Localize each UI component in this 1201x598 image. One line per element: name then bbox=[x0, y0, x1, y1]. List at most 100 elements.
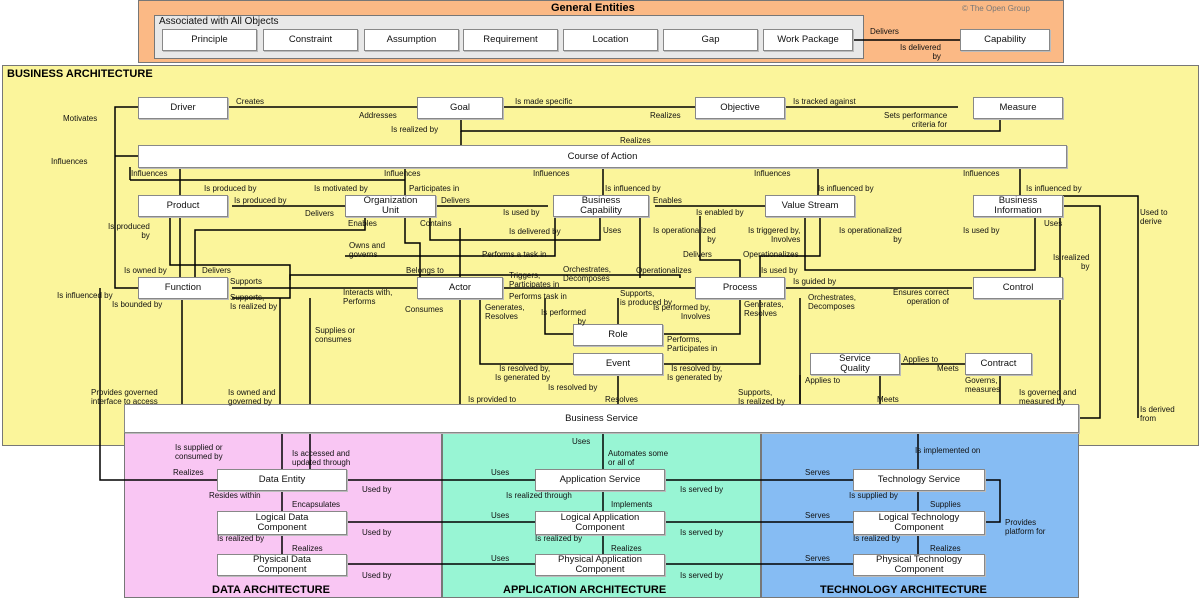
rel-enables-2: Enables bbox=[653, 196, 682, 205]
rel-creates: Creates bbox=[236, 97, 265, 106]
rel-is-governed: Is governed and measured by bbox=[1019, 388, 1077, 406]
rel-encapsulates: Encapsulates bbox=[292, 500, 341, 509]
node-actor[interactable]: Actor bbox=[417, 277, 503, 299]
rel-is-realized-by-d: Is realized by bbox=[217, 534, 265, 543]
is-delivered-by-label: Is delivered by bbox=[900, 43, 941, 61]
rel-is-motivated-by: Is motivated by bbox=[314, 184, 368, 193]
rel-used-by-1: Used by bbox=[362, 485, 392, 494]
associated-title: Associated with All Objects bbox=[159, 16, 279, 27]
general-item-location[interactable]: Location bbox=[563, 29, 658, 51]
node-process[interactable]: Process bbox=[695, 277, 785, 299]
rel-orchestrates-1: Orchestrates, Decomposes bbox=[563, 265, 612, 283]
rel-delivers-4: Delivers bbox=[202, 266, 231, 275]
rel-serves-1: Serves bbox=[805, 468, 830, 477]
rel-supplies-consumes: Supplies or consumes bbox=[315, 326, 356, 344]
node-organization-unit[interactable]: Organization Unit bbox=[345, 195, 436, 217]
rel-is-provided-to: Is provided to bbox=[468, 395, 517, 404]
rel-uses-pdc: Uses bbox=[491, 554, 510, 563]
node-function[interactable]: Function bbox=[138, 277, 228, 299]
rel-implements: Implements bbox=[611, 500, 653, 509]
rel-applies-to-1: Applies to bbox=[903, 355, 939, 364]
rel-influences-5: Influences bbox=[963, 169, 1000, 178]
rel-influences-2: Influences bbox=[384, 169, 421, 178]
node-product[interactable]: Product bbox=[138, 195, 228, 217]
rel-supports-1: Supports bbox=[230, 277, 263, 286]
node-control[interactable]: Control bbox=[973, 277, 1063, 299]
rel-uses-2: Uses bbox=[1044, 219, 1063, 228]
rel-provides-platform: Provides platform for bbox=[1005, 518, 1046, 536]
node-data-entity[interactable]: Data Entity bbox=[217, 469, 347, 491]
rel-realizes-t: Realizes bbox=[930, 544, 961, 553]
node-goal[interactable]: Goal bbox=[417, 97, 503, 119]
rel-supports-3: Supports, is produced by bbox=[620, 289, 673, 307]
rel-uses-1: Uses bbox=[603, 226, 622, 235]
node-physical-data-component[interactable]: Physical Data Component bbox=[217, 554, 347, 576]
rel-uses-ldc: Uses bbox=[491, 511, 510, 520]
rel-is-produced-by-2: Is produced by bbox=[234, 196, 287, 205]
node-contract[interactable]: Contract bbox=[965, 353, 1032, 375]
rel-meets-1: Meets bbox=[937, 364, 959, 373]
rel-resides-within: Resides within bbox=[209, 491, 261, 500]
rel-serves-3: Serves bbox=[805, 554, 830, 563]
rel-generates-2: Generates, Resolves bbox=[744, 300, 784, 318]
rel-applies-to-2: Applies to bbox=[805, 376, 841, 385]
rel-is-supplied-by: Is supplied by bbox=[849, 491, 898, 500]
node-logical-data-component[interactable]: Logical Data Component bbox=[217, 511, 347, 535]
node-measure[interactable]: Measure bbox=[973, 97, 1063, 119]
node-business-information[interactable]: Business Information bbox=[973, 195, 1063, 217]
rel-is-resolved-by-1: Is resolved by, Is generated by bbox=[495, 364, 551, 382]
rel-influences-4: Influences bbox=[754, 169, 791, 178]
node-service-quality[interactable]: Service Quality bbox=[810, 353, 900, 375]
node-business-service[interactable]: Business Service bbox=[124, 404, 1079, 433]
rel-is-realized-by-goal: Is realized by bbox=[391, 125, 439, 134]
rel-influences-1: Influences bbox=[131, 169, 168, 178]
rel-enables-1: Enables bbox=[348, 219, 377, 228]
rel-ensures: Ensures correct operation of bbox=[893, 288, 950, 306]
general-item-gap[interactable]: Gap bbox=[663, 29, 758, 51]
rel-resolves: Resolves bbox=[605, 395, 638, 404]
rel-influences-left: Influences bbox=[51, 157, 88, 166]
rel-is-realized-by-bi: Is realized by bbox=[1053, 253, 1090, 271]
node-role[interactable]: Role bbox=[573, 324, 663, 346]
node-logical-application-component[interactable]: Logical Application Component bbox=[535, 511, 665, 535]
rel-is-used-by-2: Is used by bbox=[963, 226, 1000, 235]
rel-is-resolved-by-3: Is resolved by bbox=[548, 383, 598, 392]
rel-is-operationalized-by-1: Is operationalized by bbox=[653, 226, 716, 244]
node-objective[interactable]: Objective bbox=[695, 97, 785, 119]
rel-is-implemented-on: Is implemented on bbox=[915, 446, 981, 455]
rel-serves-2: Serves bbox=[805, 511, 830, 520]
general-item-principle[interactable]: Principle bbox=[162, 29, 257, 51]
rel-is-made-specific: Is made specific bbox=[515, 97, 573, 106]
business-title: BUSINESS ARCHITECTURE bbox=[7, 68, 153, 80]
node-physical-application-component[interactable]: Physical Application Component bbox=[535, 554, 665, 576]
rel-supplies: Supplies bbox=[930, 500, 961, 509]
rel-uses-app: Uses bbox=[572, 437, 591, 446]
rel-is-influenced-by-1: Is influenced by bbox=[605, 184, 661, 193]
rel-meets-2: Meets bbox=[877, 395, 899, 404]
node-event[interactable]: Event bbox=[573, 353, 663, 375]
capability-node[interactable]: Capability bbox=[960, 29, 1050, 51]
delivers-label: Delivers bbox=[870, 27, 899, 36]
rel-performs-task-in-1: Performs a task in bbox=[482, 250, 547, 259]
rel-is-served-by-1: Is served by bbox=[680, 485, 724, 494]
node-logical-technology-component[interactable]: Logical Technology Component bbox=[853, 511, 985, 535]
data-title: DATA ARCHITECTURE bbox=[212, 584, 330, 596]
general-item-constraint[interactable]: Constraint bbox=[263, 29, 358, 51]
node-course-of-action[interactable]: Course of Action bbox=[138, 145, 1067, 168]
rel-is-bounded-by: Is bounded by bbox=[112, 300, 163, 309]
node-driver[interactable]: Driver bbox=[138, 97, 228, 119]
application-title: APPLICATION ARCHITECTURE bbox=[503, 584, 667, 596]
node-physical-technology-component[interactable]: Physical Technology Component bbox=[853, 554, 985, 576]
rel-is-produced-by-1: Is produced by bbox=[204, 184, 257, 193]
rel-used-by-3: Used by bbox=[362, 571, 392, 580]
general-item-work-package[interactable]: Work Package bbox=[763, 29, 853, 51]
rel-is-resolved-by-2: Is resolved by, Is generated by bbox=[667, 364, 723, 382]
general-item-assumption[interactable]: Assumption bbox=[364, 29, 459, 51]
rel-operationalizes-1: Operationalizes bbox=[743, 250, 799, 259]
node-business-capability[interactable]: Business Capability bbox=[553, 195, 649, 217]
node-technology-service[interactable]: Technology Service bbox=[853, 469, 985, 491]
copyright-text: © The Open Group bbox=[962, 4, 1031, 13]
general-item-requirement[interactable]: Requirement bbox=[463, 29, 558, 51]
node-application-service[interactable]: Application Service bbox=[535, 469, 665, 491]
node-value-stream[interactable]: Value Stream bbox=[765, 195, 855, 217]
